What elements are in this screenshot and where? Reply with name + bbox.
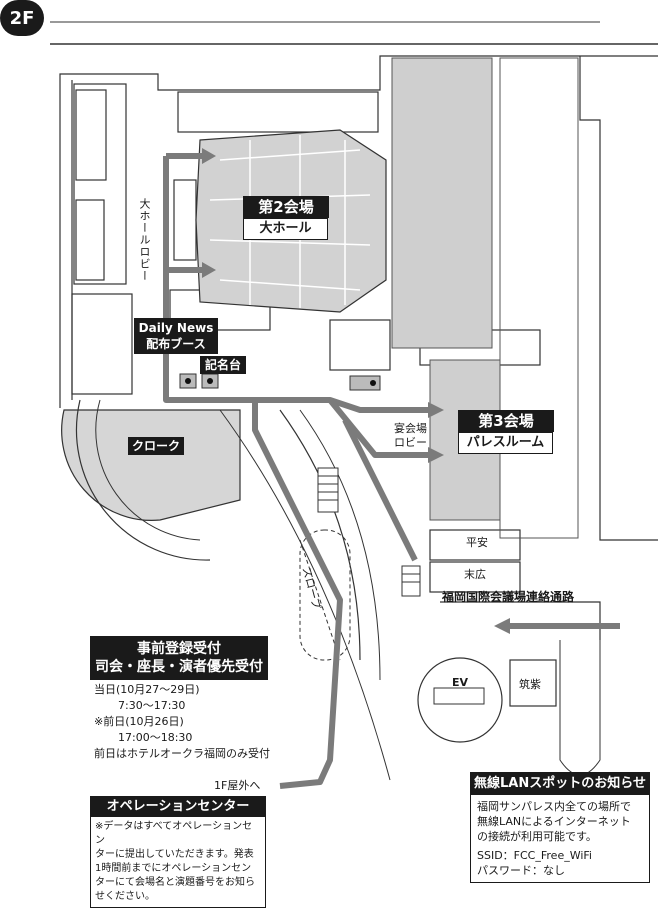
- floor-badge: 2F: [0, 0, 44, 36]
- walkway-curve: [219, 409, 391, 781]
- suehiro-label: 末広: [464, 568, 486, 581]
- banquet-lobby-label: 宴会場 ロビー: [394, 422, 427, 450]
- operation-line-4: ターにて会場名と演題番号をお知ら: [95, 877, 255, 888]
- route-arrowheads: [202, 148, 510, 634]
- corridor-loop: [559, 640, 601, 776]
- heian-label: 平安: [466, 536, 488, 549]
- registration-line-3: ※前日(10月26日): [94, 715, 184, 728]
- desk-markers: [179, 373, 381, 391]
- chikushi-room: [509, 659, 557, 707]
- operation-title: オペレーションセンター: [91, 797, 265, 817]
- hall2-title: 第2会場: [243, 196, 329, 218]
- wifi-title: 無線LANスポットのお知らせ: [471, 773, 649, 795]
- lobby-label: 大ホールロビー: [138, 198, 151, 282]
- chikushi-label: 筑紫: [519, 678, 541, 691]
- daily-news-line1: Daily News: [138, 321, 214, 335]
- wifi-panel: 無線LANスポットのお知らせ 福岡サンパレス内全ての場所で 無線LANによるイン…: [470, 772, 650, 883]
- ev-rotunda: [417, 657, 503, 743]
- operation-panel: オペレーションセンター ※データはすべてオペレーションセン ターに提出していただ…: [90, 796, 266, 908]
- banquet-lobby-line2: ロビー: [394, 436, 427, 449]
- daily-news-line2: 配布ブース: [146, 337, 206, 351]
- operation-line-2: ターに提出していただきます。発表: [95, 849, 254, 860]
- slope-track: [299, 529, 351, 661]
- wifi-line-1: 福岡サンパレス内全ての場所で: [477, 800, 631, 813]
- ev-label: EV: [452, 676, 469, 689]
- outdoor-exit-label: 1F屋外へ: [214, 779, 261, 792]
- wifi-ssid: SSID：FCC_Free_WiFi: [477, 849, 592, 862]
- daily-news-booth: Daily News 配布ブース: [134, 318, 218, 354]
- registration-line-4: 17:00〜18:30: [118, 731, 193, 744]
- corridor-label: 福岡国際会議場連絡通路: [442, 590, 575, 604]
- ev-box: [433, 687, 485, 705]
- registration-line-5: 前日はホテルオークラ福岡のみ受付: [94, 747, 270, 760]
- wifi-line-3: の接続が利用可能です。: [477, 830, 597, 843]
- registration-title-2: 司会・座長・演者優先受付: [95, 659, 263, 675]
- hall2-subtitle: 大ホール: [243, 218, 328, 240]
- wifi-body: 福岡サンパレス内全ての場所で 無線LANによるインターネット の接続が利用可能で…: [471, 795, 649, 882]
- inner-curve: [95, 399, 201, 541]
- registration-line-1: 当日(10月27〜29日): [94, 683, 200, 696]
- registration-header: 事前登録受付 司会・座長・演者優先受付: [90, 636, 268, 680]
- operation-line-5: せください。: [95, 891, 155, 902]
- cloak-label: クローク: [128, 437, 184, 455]
- signing-desk-label: 記名台: [200, 356, 246, 374]
- stairs: [317, 467, 421, 597]
- registration-line-2: 7:30〜17:30: [118, 699, 186, 712]
- slope-outer: [279, 409, 361, 661]
- annex-area: [499, 57, 579, 539]
- wifi-password: パスワード：なし: [477, 864, 565, 877]
- wifi-line-2: 無線LANによるインターネット: [477, 815, 631, 828]
- slope-inner: [299, 409, 381, 681]
- operation-line-3: 1時間前までにオペレーションセン: [95, 863, 252, 874]
- registration-details: 当日(10月27〜29日) 7:30〜17:30 ※前日(10月26日) 17:…: [94, 682, 274, 762]
- registration-title-1: 事前登録受付: [137, 641, 221, 657]
- registration-panel: 事前登録受付 司会・座長・演者優先受付: [90, 636, 268, 680]
- cloak-area: [61, 409, 241, 521]
- hall3-subtitle: パレスルーム: [458, 432, 553, 454]
- banquet-lobby-line1: 宴会場: [394, 422, 427, 435]
- outer-curve: [75, 399, 211, 561]
- hall3-title: 第3会場: [458, 410, 554, 432]
- operation-body: ※データはすべてオペレーションセン ターに提出していただきます。発表 1時間前ま…: [91, 817, 265, 907]
- operation-line-1: ※データはすべてオペレーションセン: [95, 821, 253, 846]
- hall3-area: [391, 57, 493, 349]
